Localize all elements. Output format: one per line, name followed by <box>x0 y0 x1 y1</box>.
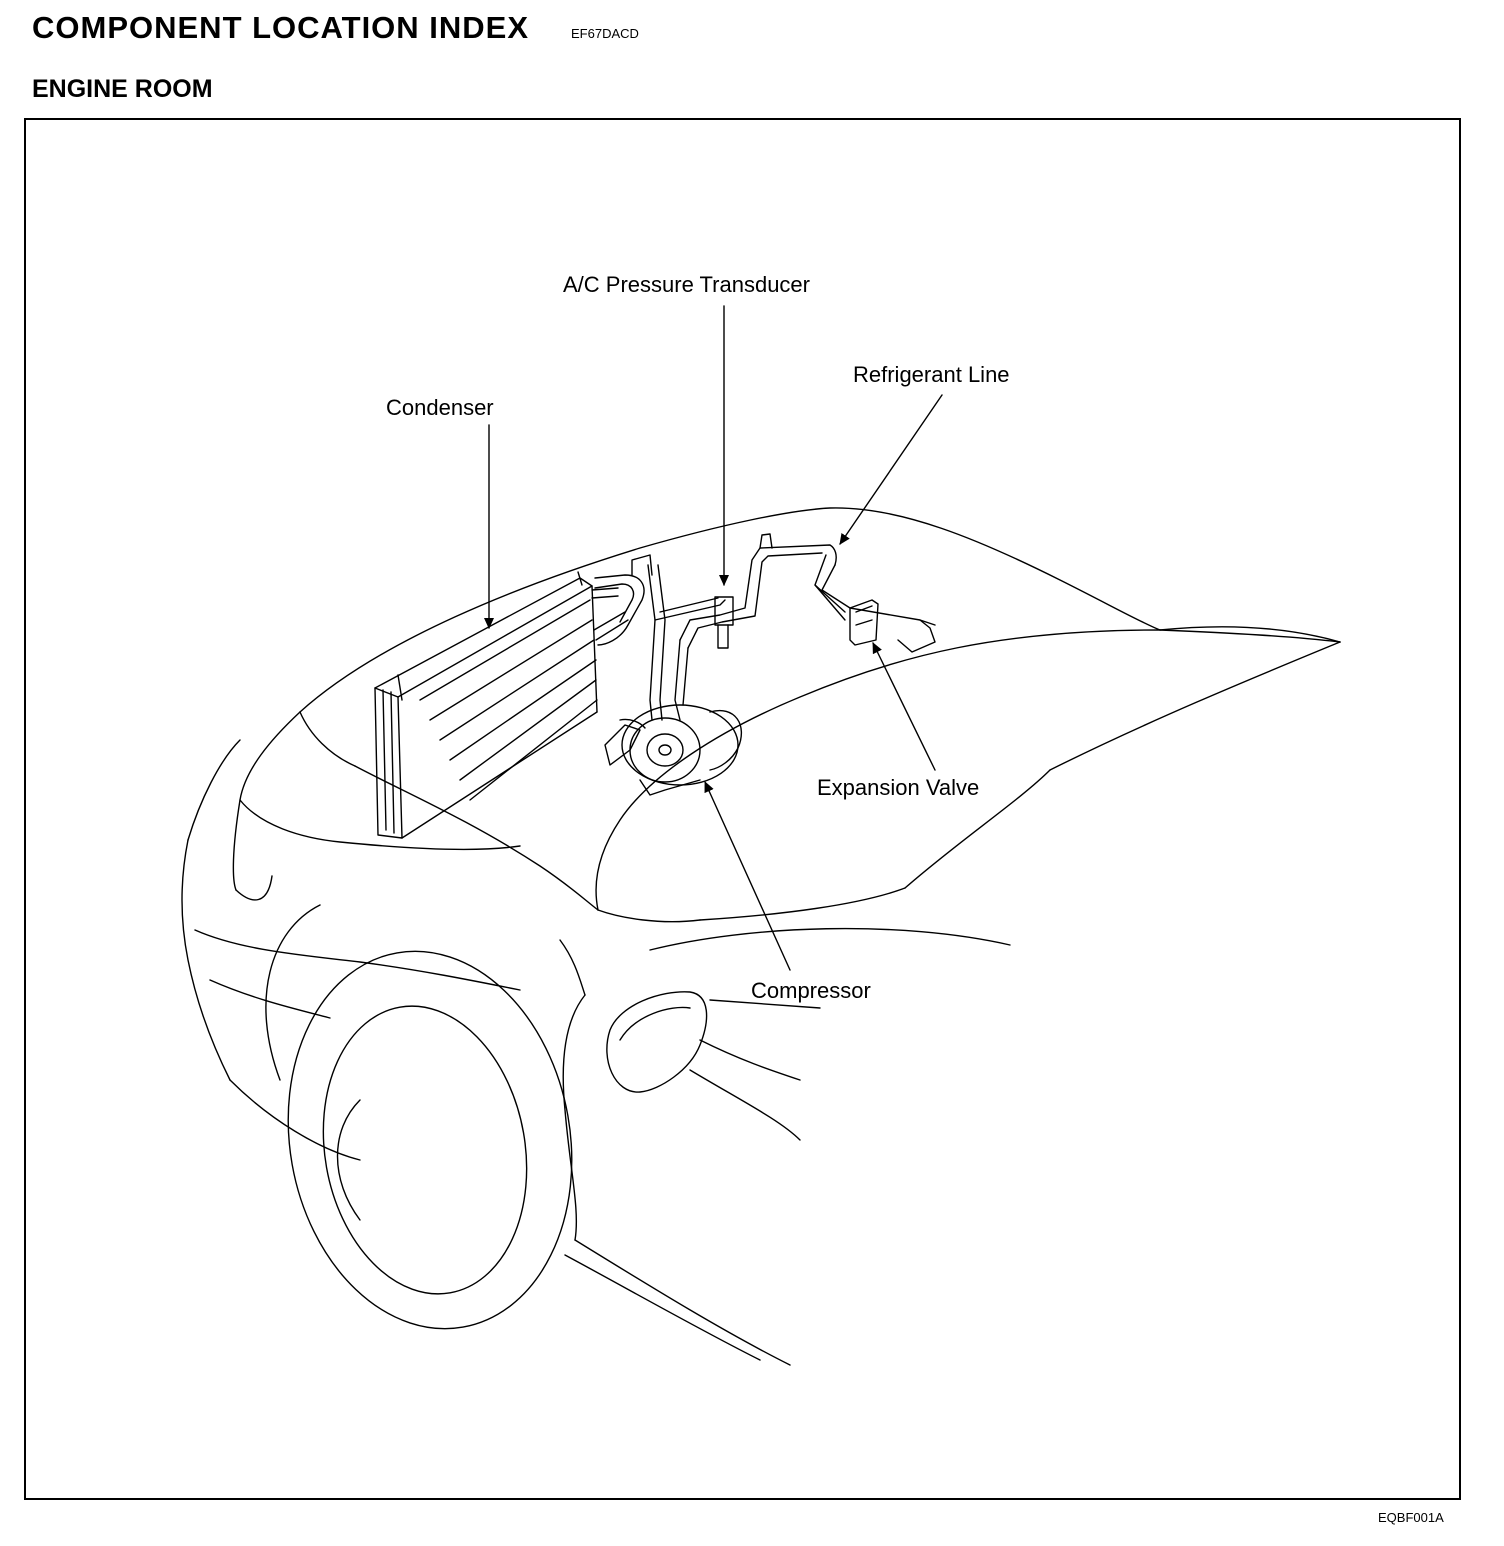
expansion-valve-leader-line <box>872 642 936 771</box>
side-mirror <box>606 991 708 1093</box>
condenser-part <box>374 571 629 839</box>
figure-code: EQBF001A <box>1378 1510 1444 1525</box>
refrigerant-line-part <box>594 533 936 721</box>
leader-lines <box>484 305 943 971</box>
refrigerant-line-label: Refrigerant Line <box>853 362 1010 387</box>
compressor-part <box>604 704 743 796</box>
document-code: EF67DACD <box>571 26 639 41</box>
front-wheel <box>265 904 573 1330</box>
section-title: ENGINE ROOM <box>32 75 213 103</box>
compressor-leader-line <box>704 781 791 971</box>
expansion-valve-label: Expansion Valve <box>817 775 980 800</box>
condenser-label: Condenser <box>386 395 494 420</box>
figure-frame <box>24 118 1461 1500</box>
refrigerant-line-leader-line <box>839 394 943 545</box>
expansion-valve-part <box>849 599 879 646</box>
ac-pressure-transducer-label: A/C Pressure Transducer <box>563 272 810 297</box>
pressure-transducer-part <box>714 596 734 649</box>
compressor-label: Compressor <box>751 978 871 1003</box>
car-body-outline <box>181 507 1341 1366</box>
page-title: COMPONENT LOCATION INDEX <box>32 10 530 45</box>
